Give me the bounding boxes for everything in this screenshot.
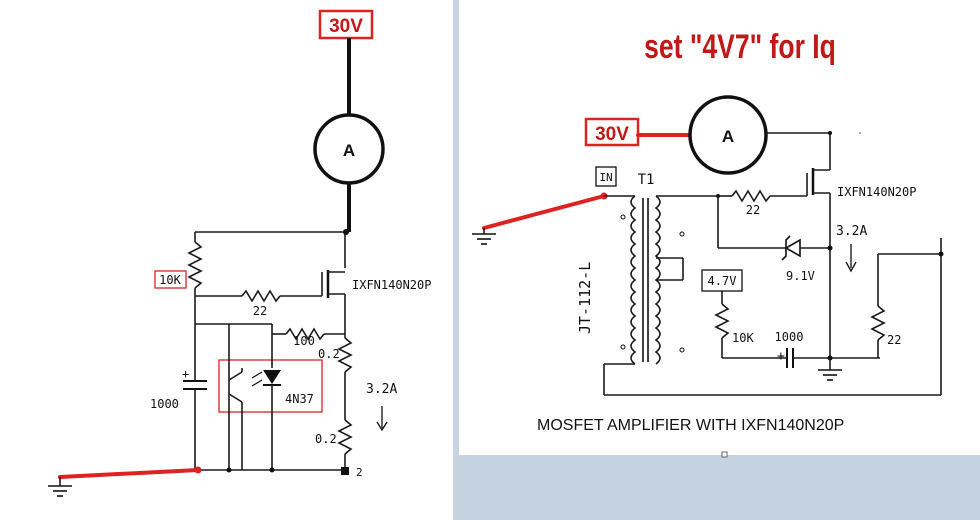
left-supply-label: 30V xyxy=(329,16,363,37)
bottom-gap-panel xyxy=(459,455,980,520)
right-voltage-box-label: 4.7V xyxy=(708,274,737,288)
left-capacitor-label: 1000 xyxy=(150,397,179,411)
right-zener xyxy=(784,238,801,258)
left-opto-label: 4N37 xyxy=(285,392,314,406)
right-gate-resistor-label: 22 xyxy=(746,203,760,217)
left-source-resistor-bot xyxy=(337,419,353,455)
right-ammeter-label: A xyxy=(722,127,734,146)
left-opto-led xyxy=(263,370,281,384)
left-corner-mark: 2 xyxy=(356,466,363,479)
right-capacitor-label: 1000 xyxy=(775,330,804,344)
left-source-resistor-top xyxy=(337,337,353,373)
left-gate-resistor xyxy=(241,289,281,303)
right-zener-label: 9.1V xyxy=(786,269,815,283)
right-load-resistor xyxy=(870,305,886,341)
resize-handle[interactable] xyxy=(721,451,728,458)
right-transformer-primary xyxy=(630,195,637,365)
right-in-box xyxy=(595,166,617,187)
right-in-label: IN xyxy=(599,171,612,184)
right-schematic: set "4V7" for Iq 30V A IXFN140N20P 22 9 xyxy=(472,28,944,458)
left-100-label: 100 xyxy=(293,334,315,348)
left-100-resistor xyxy=(285,327,325,341)
panel-divider xyxy=(453,0,459,520)
left-10k-box xyxy=(154,270,187,289)
right-transformer-label: T1 xyxy=(638,172,655,188)
right-caption: MOSFET AMPLIFIER WITH IXFN140N20P xyxy=(537,417,844,434)
right-transformer-part: JT-112-L xyxy=(576,262,594,334)
right-supply-label: 30V xyxy=(595,124,629,145)
left-mosfet-label: IXFN140N20P xyxy=(352,278,431,292)
left-10k-resistor xyxy=(187,241,203,289)
left-10k-label: 10K xyxy=(159,273,181,287)
left-current-label: 3.2A xyxy=(366,382,397,397)
right-ammeter xyxy=(688,95,768,175)
left-schematic: 30V A 10K 22 IXFN140N20P xyxy=(48,9,431,497)
left-gate-resistor-label: 22 xyxy=(253,304,267,318)
left-red-ground-lead xyxy=(58,468,200,479)
left-ammeter-label: A xyxy=(343,141,355,160)
right-title: set "4V7" for Iq xyxy=(644,28,836,66)
right-gate-resistor xyxy=(731,189,771,203)
left-optocoupler-box xyxy=(218,359,323,413)
left-ammeter xyxy=(313,113,385,185)
right-current-label: 3.2A xyxy=(836,224,867,239)
right-10k-resistor xyxy=(714,303,730,339)
right-mosfet-label: IXFN140N20P xyxy=(837,185,916,199)
right-supply-box xyxy=(584,117,640,147)
left-opto-transistor xyxy=(228,371,243,381)
left-source-top-label: 0.2 xyxy=(318,347,340,361)
right-10k-label: 10K xyxy=(732,331,754,345)
left-source-bot-label: 0.2 xyxy=(315,432,337,446)
right-capacitor-plus: + xyxy=(777,349,785,364)
right-load-label: 22 xyxy=(887,333,901,347)
right-red-input-lead xyxy=(482,194,606,230)
left-supply-box xyxy=(318,9,374,40)
svg-text:+: + xyxy=(182,367,189,381)
